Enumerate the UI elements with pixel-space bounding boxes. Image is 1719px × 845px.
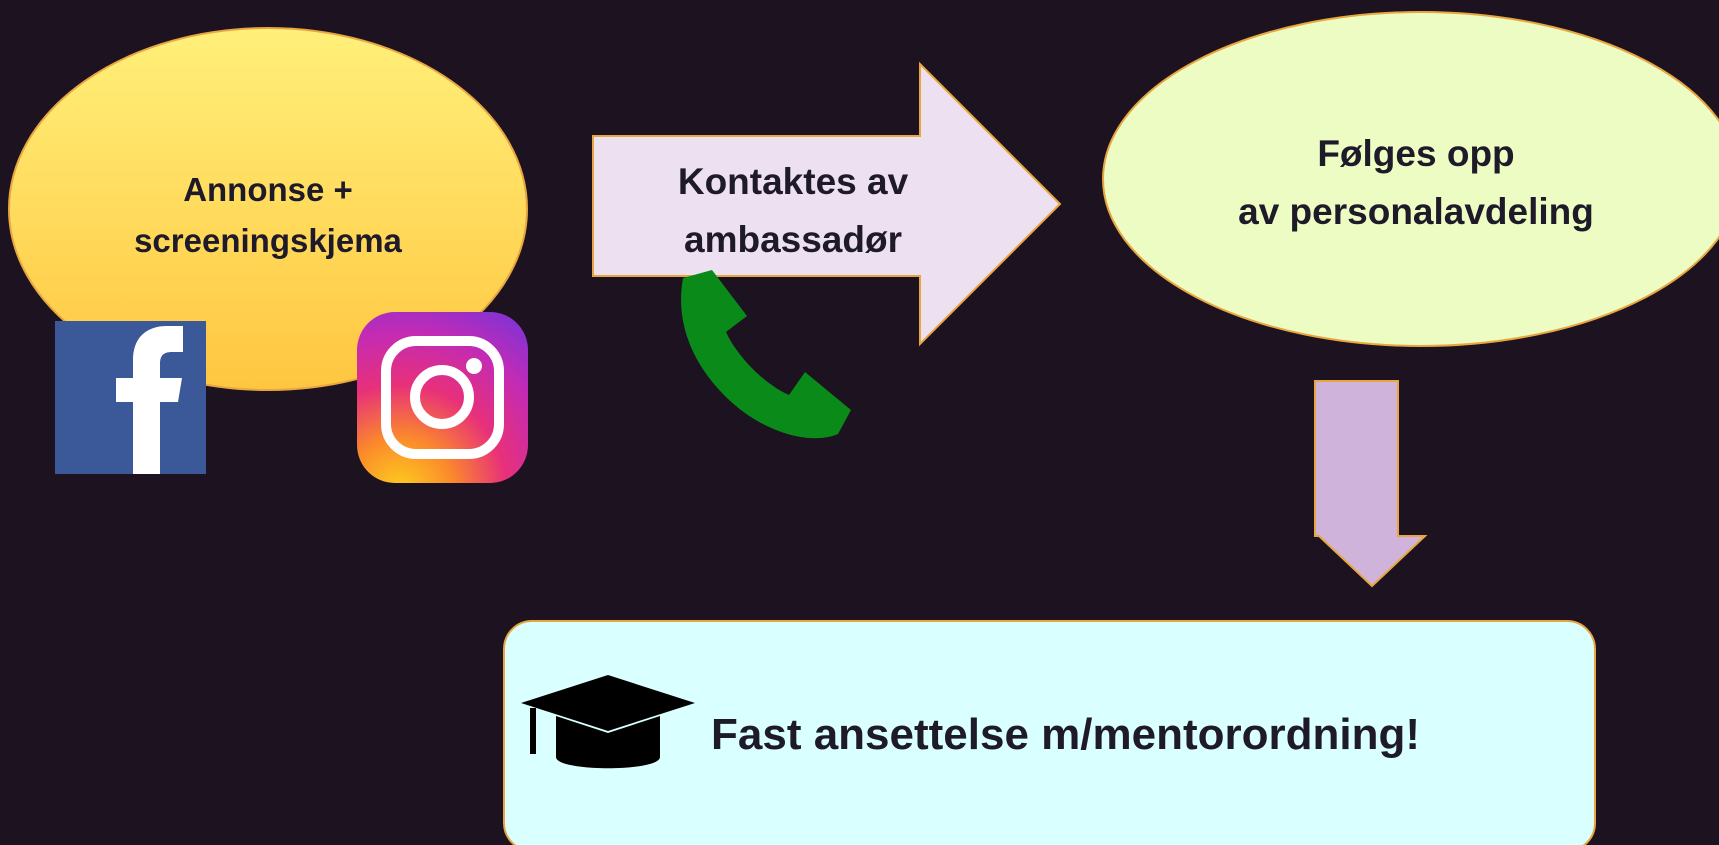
followup-label-line-2: av personalavdeling [1238,191,1594,232]
ad-label-line-1: Annonse + [183,171,353,208]
hire-label-text: Fast ansettelse m/mentorordning! [711,710,1421,759]
hire-node-label: Fast ansettelse m/mentorordning! [711,710,1420,760]
contact-label-line-1: Kontaktes av [677,161,909,202]
facebook-icon [55,321,206,474]
hire-box [503,620,1596,845]
followup-label-line-1: Følges opp [1317,133,1515,174]
down-arrow-shape [1314,380,1428,588]
followup-node-label: Følges opp av personalavdeling [1166,125,1666,241]
ad-label-line-2: screeningskjema [134,222,402,259]
ad-ellipse [8,27,528,391]
contact-label-line-2: ambassadør [684,219,902,260]
ad-node-label: Annonse + screeningskjema [88,164,448,266]
phone-icon [681,270,851,439]
followup-ellipse [1102,11,1719,347]
contact-node-label: Kontaktes av ambassadør [618,153,968,269]
instagram-icon [357,312,528,483]
graduation-cap-icon [521,675,695,769]
